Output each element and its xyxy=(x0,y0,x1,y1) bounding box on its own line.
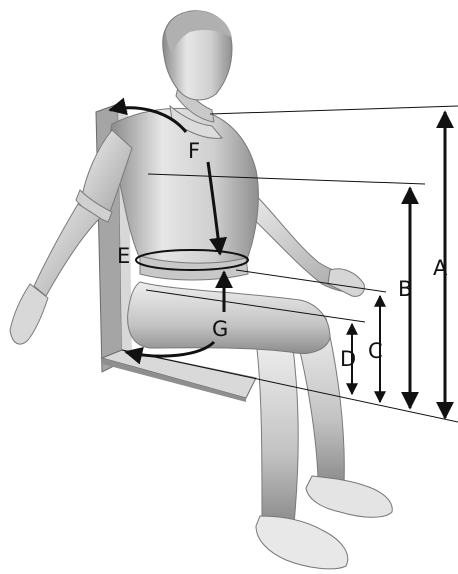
figure-left-hand xyxy=(10,284,48,344)
figure-lower-leg-front xyxy=(256,340,298,524)
figure-shoe-left xyxy=(256,516,348,569)
label-e: E xyxy=(117,244,130,268)
label-a: A xyxy=(433,256,448,280)
label-c: C xyxy=(368,339,383,363)
figure-right-hand xyxy=(328,269,364,297)
figure-left-forearm xyxy=(34,204,100,296)
label-f: F xyxy=(188,139,200,163)
figure-shoe-right xyxy=(306,476,392,517)
label-d: D xyxy=(340,347,356,371)
label-b: B xyxy=(398,277,412,301)
seated-figure xyxy=(10,11,392,569)
reference-line-head-top xyxy=(210,106,458,114)
label-g: G xyxy=(212,317,228,341)
figure-thighs xyxy=(128,282,330,353)
